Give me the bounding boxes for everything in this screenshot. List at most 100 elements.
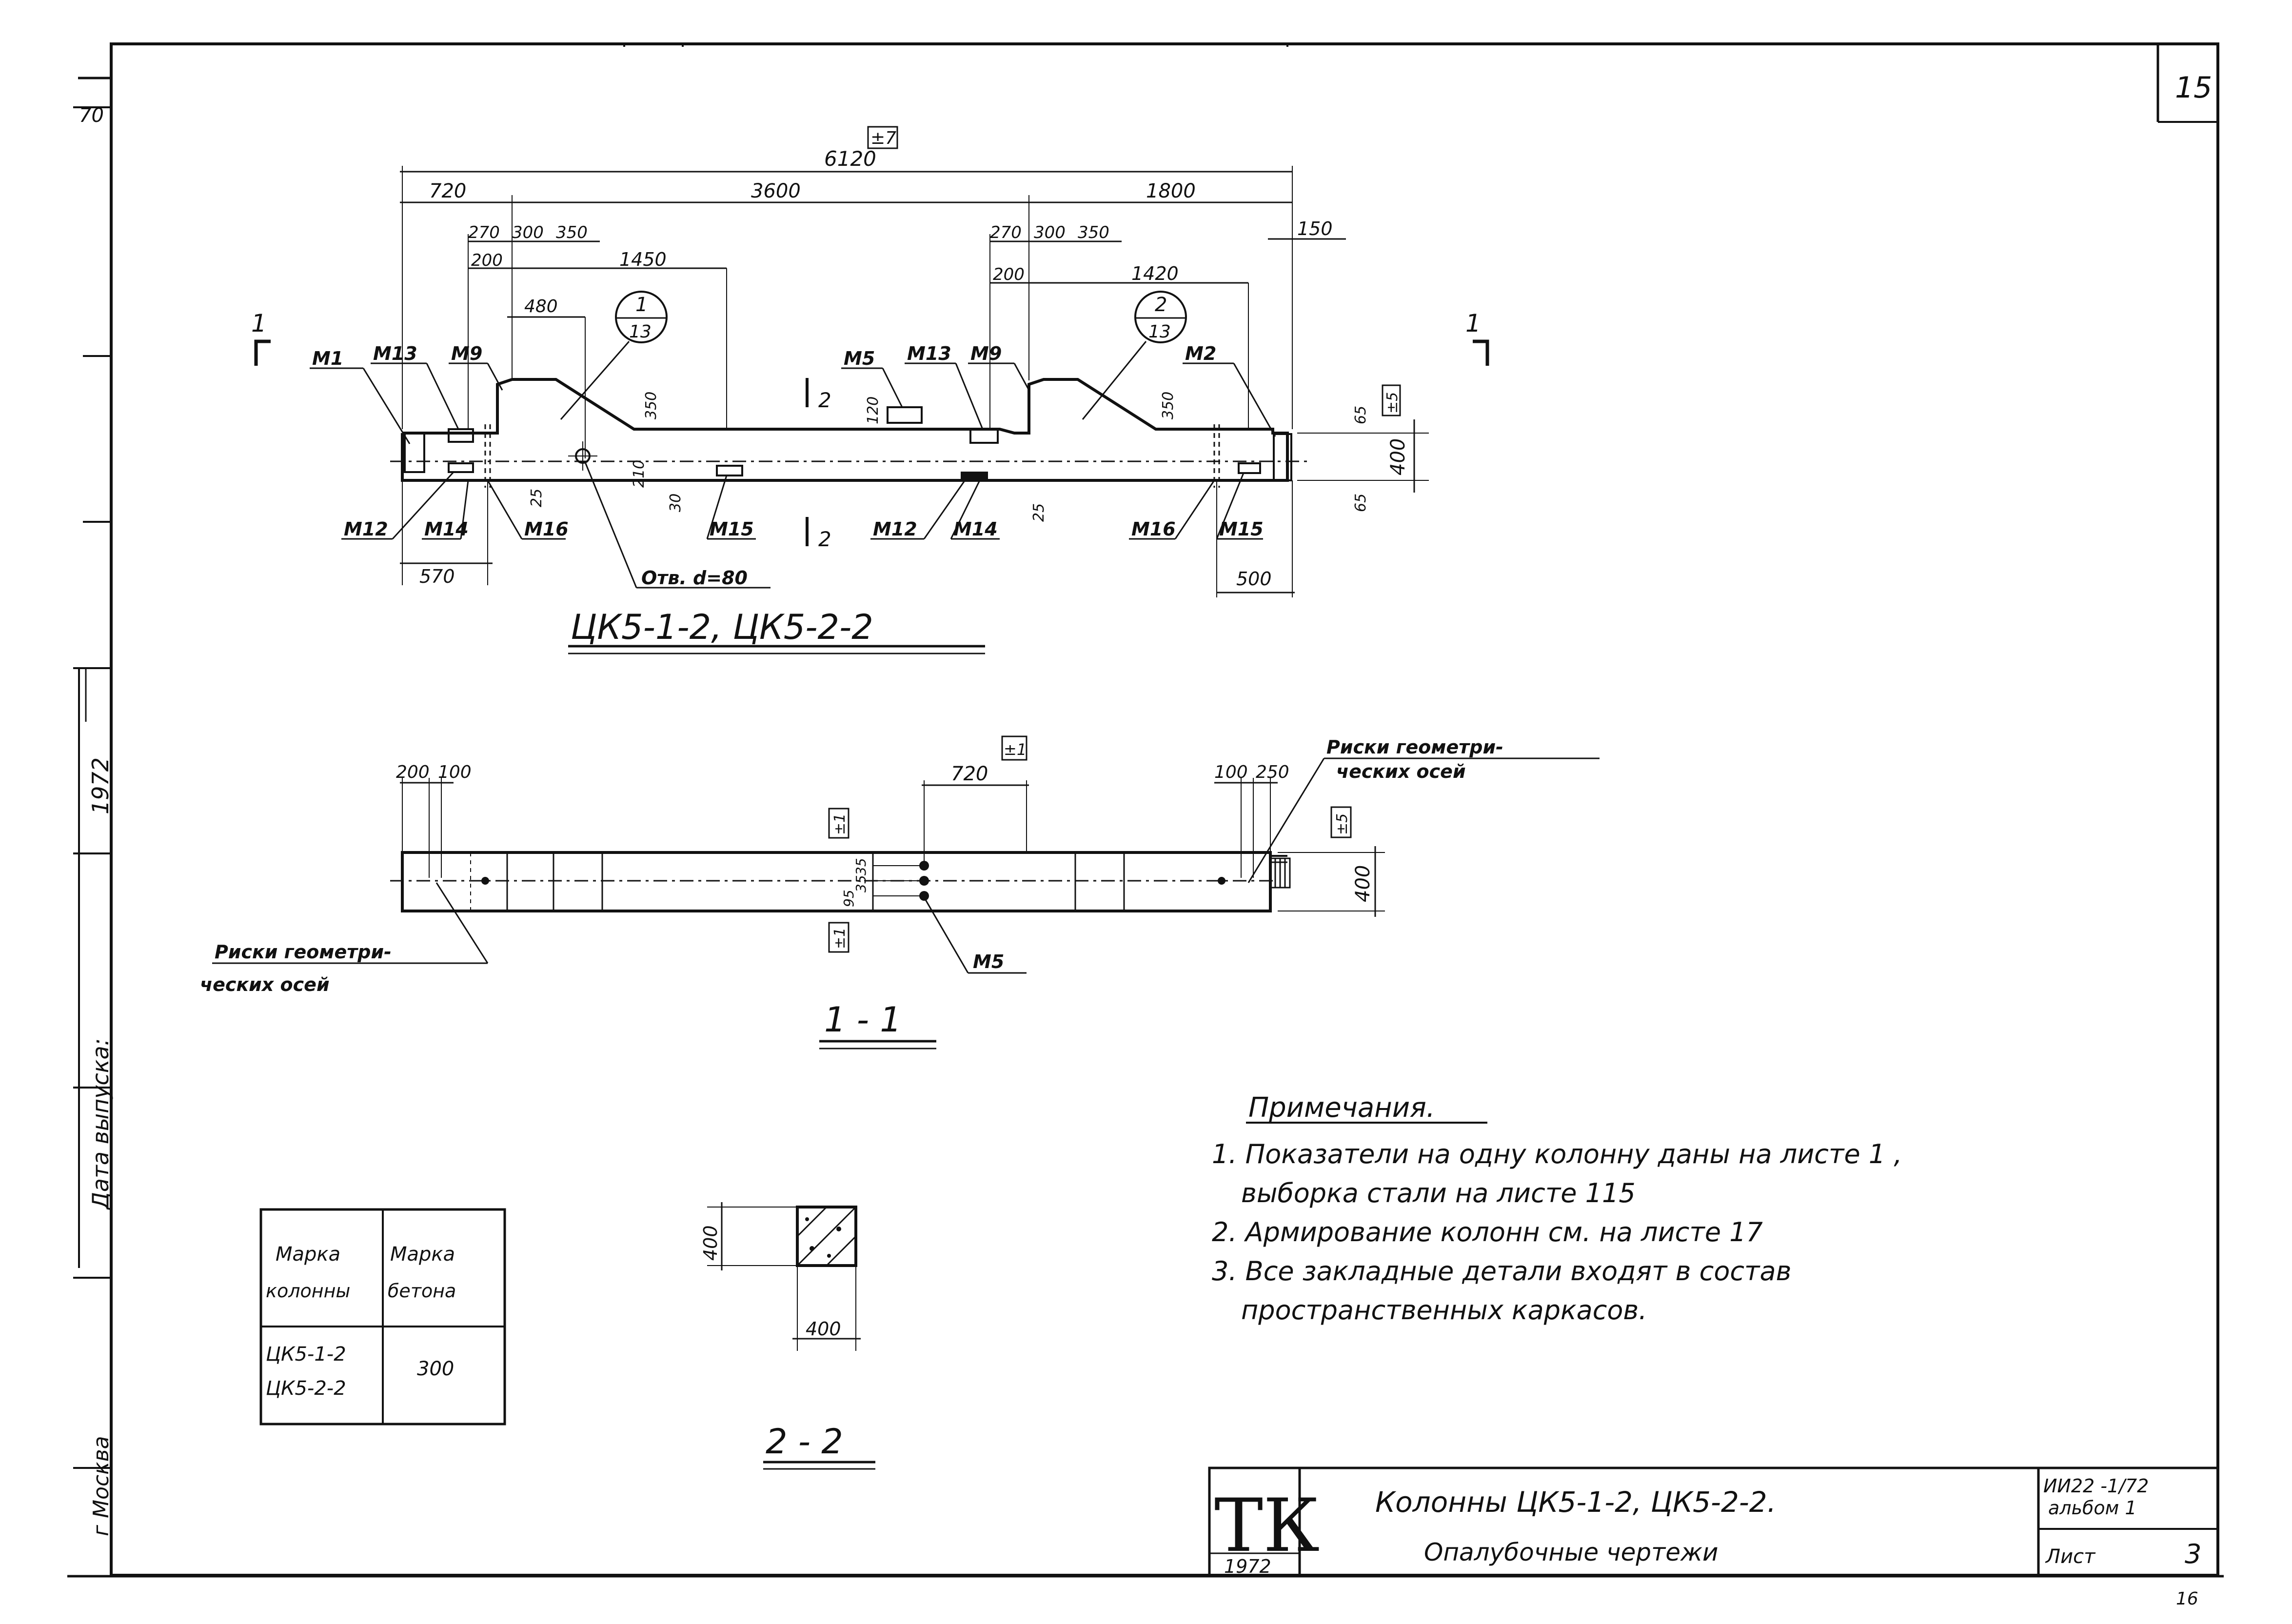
dim-200: 200 xyxy=(396,762,430,782)
dim-120: 120 xyxy=(865,396,882,424)
detail-callout-2 xyxy=(1134,291,1187,343)
table-row-col1-2: ЦК5-2-2 xyxy=(266,1377,346,1400)
axes-marks-right-2: ческих осей xyxy=(1336,761,1466,782)
title-line-1: Колонны ЦК5-1-2, ЦК5-2-2. xyxy=(1375,1485,1776,1519)
dim-1420: 1420 xyxy=(1131,263,1179,284)
note-2: 2. Армирование колонн см. на листе 17 xyxy=(1212,1217,1763,1248)
callout-1-sheet: 13 xyxy=(629,322,652,342)
dim-overall: 6120 xyxy=(824,147,876,171)
label-m1: М1 xyxy=(312,348,343,369)
label-m12-right: М12 xyxy=(873,518,917,540)
tolerance-length: ±7 xyxy=(870,128,896,148)
plate-m15-left xyxy=(716,465,743,476)
title-line-2: Опалубочные чертежи xyxy=(1424,1538,1719,1566)
plate-m12-left xyxy=(448,462,474,473)
tolerance-top: ±1 xyxy=(1004,740,1027,759)
table-header-col2-1: Марка xyxy=(390,1243,455,1266)
label-m9-left: М9 xyxy=(451,343,482,364)
table-header-col2-2: бетона xyxy=(388,1280,456,1302)
dim-25-left: 25 xyxy=(528,489,545,507)
dim-30: 30 xyxy=(667,494,684,512)
section-2-2-title: 2 - 2 xyxy=(766,1422,843,1462)
title-code-2: альбом 1 xyxy=(2048,1497,2137,1519)
dim-35-top: 35 xyxy=(853,858,869,875)
dim-400-height: 400 xyxy=(1387,438,1409,475)
label-m12-left: М12 xyxy=(344,518,388,540)
label-m5: М5 xyxy=(844,348,875,369)
dim-400-s1: 400 xyxy=(1352,865,1374,902)
label-m13-left: М13 xyxy=(373,343,417,364)
margin-year: 1972 xyxy=(87,757,114,814)
marks-table: Марка колонны Марка бетона ЦК5-1-2 ЦК5-2… xyxy=(259,1208,506,1426)
note-3b: пространственных каркасов. xyxy=(1241,1295,1647,1326)
margin-city: г Москва xyxy=(89,1436,114,1536)
dim-480: 480 xyxy=(524,297,558,317)
dim-200-left: 200 xyxy=(471,251,503,270)
dim-1800: 1800 xyxy=(1146,180,1196,202)
label-hole: Отв. d=80 xyxy=(641,567,748,589)
notes: Примечания. 1. Показатели на одну колонн… xyxy=(1212,1092,1902,1326)
dim-500: 500 xyxy=(1236,568,1272,590)
table-header-col1-1: Марка xyxy=(276,1243,340,1266)
plate-m5 xyxy=(887,406,923,424)
callout-2-sheet: 13 xyxy=(1148,322,1171,342)
dim-250: 250 xyxy=(1256,762,1289,782)
axes-marks-right-1: Риски геометри- xyxy=(1326,736,1503,758)
plate-m1 xyxy=(404,432,425,473)
plate-m13-left xyxy=(448,428,474,443)
dim-25-right: 25 xyxy=(1030,503,1047,522)
table-row-col2: 300 xyxy=(417,1358,454,1380)
callout-1-num: 1 xyxy=(635,294,648,316)
title-code-1: ИИ22 -1/72 xyxy=(2043,1475,2149,1497)
note-3a: 3. Все закладные детали входят в состав xyxy=(1212,1256,1791,1287)
column-outline xyxy=(401,378,1289,482)
elevation-title: ЦК5-1-2, ЦК5-2-2 xyxy=(571,607,873,647)
dim-400-w-s2: 400 xyxy=(806,1318,841,1340)
label-m9-right: М9 xyxy=(970,343,1002,364)
label-m14-right: М14 xyxy=(953,518,998,540)
margin-release-date: Дата выпуска: xyxy=(87,1038,114,1210)
plate-m13-right xyxy=(969,428,999,444)
dim-200-right: 200 xyxy=(993,265,1025,284)
dim-720: 720 xyxy=(429,180,466,202)
section-1-mark-right xyxy=(1473,339,1489,366)
dim-210: 210 xyxy=(631,460,648,488)
dim-300-left: 300 xyxy=(512,223,544,242)
dim-35-bottom: 35 xyxy=(853,875,869,892)
dim-3600: 3600 xyxy=(751,180,801,202)
dim-100-right: 100 xyxy=(1214,762,1248,782)
logo-tk: ТК xyxy=(1214,1484,1320,1568)
label-m15-left: М15 xyxy=(710,518,754,540)
dim-270-right: 270 xyxy=(990,223,1022,242)
label-m16-left: М16 xyxy=(524,518,569,540)
note-1b: выборка стали на листе 115 xyxy=(1241,1178,1636,1208)
margin-fragment: 70 xyxy=(79,104,104,127)
section-2-mark-top: 2 xyxy=(818,388,831,412)
dim-95: 95 xyxy=(841,890,857,907)
table-row-col1-1: ЦК5-1-2 xyxy=(266,1343,346,1366)
dim-65-bottom: 65 xyxy=(1352,494,1369,512)
dim-720-s1: 720 xyxy=(951,763,988,785)
axes-marks-left-2: ческих осей xyxy=(200,974,330,995)
tolerance-mid-bottom: ±1 xyxy=(831,928,849,949)
callout-2-num: 2 xyxy=(1155,294,1167,316)
label-m16-right: М16 xyxy=(1131,518,1176,540)
detail-callout-1 xyxy=(615,291,668,343)
label-m13-right: М13 xyxy=(907,343,951,364)
label-m15-right: М15 xyxy=(1219,518,1264,540)
axes-marks-left-1: Риски геометри- xyxy=(215,941,392,963)
title-block: ТК 1972 Колонны ЦК5-1-2, ЦК5-2-2. Опалуб… xyxy=(1208,1466,2219,1609)
section-1-1: 200 100 720 ±1 100 250 35 35 95 ±1 ±1 40… xyxy=(200,735,1600,1050)
dim-270-left: 270 xyxy=(468,223,500,242)
label-m2: М2 xyxy=(1185,343,1216,364)
title-year: 1972 xyxy=(1224,1556,1271,1577)
dim-1450: 1450 xyxy=(619,249,667,270)
dim-400-h-s2: 400 xyxy=(700,1225,721,1261)
dim-65-top: 65 xyxy=(1352,406,1369,424)
dim-350-v-left: 350 xyxy=(643,392,660,419)
dim-350-right: 350 xyxy=(1078,223,1109,242)
section-2-mark-bottom: 2 xyxy=(818,527,831,551)
dim-350-left: 350 xyxy=(556,223,588,242)
dim-570: 570 xyxy=(419,566,455,587)
